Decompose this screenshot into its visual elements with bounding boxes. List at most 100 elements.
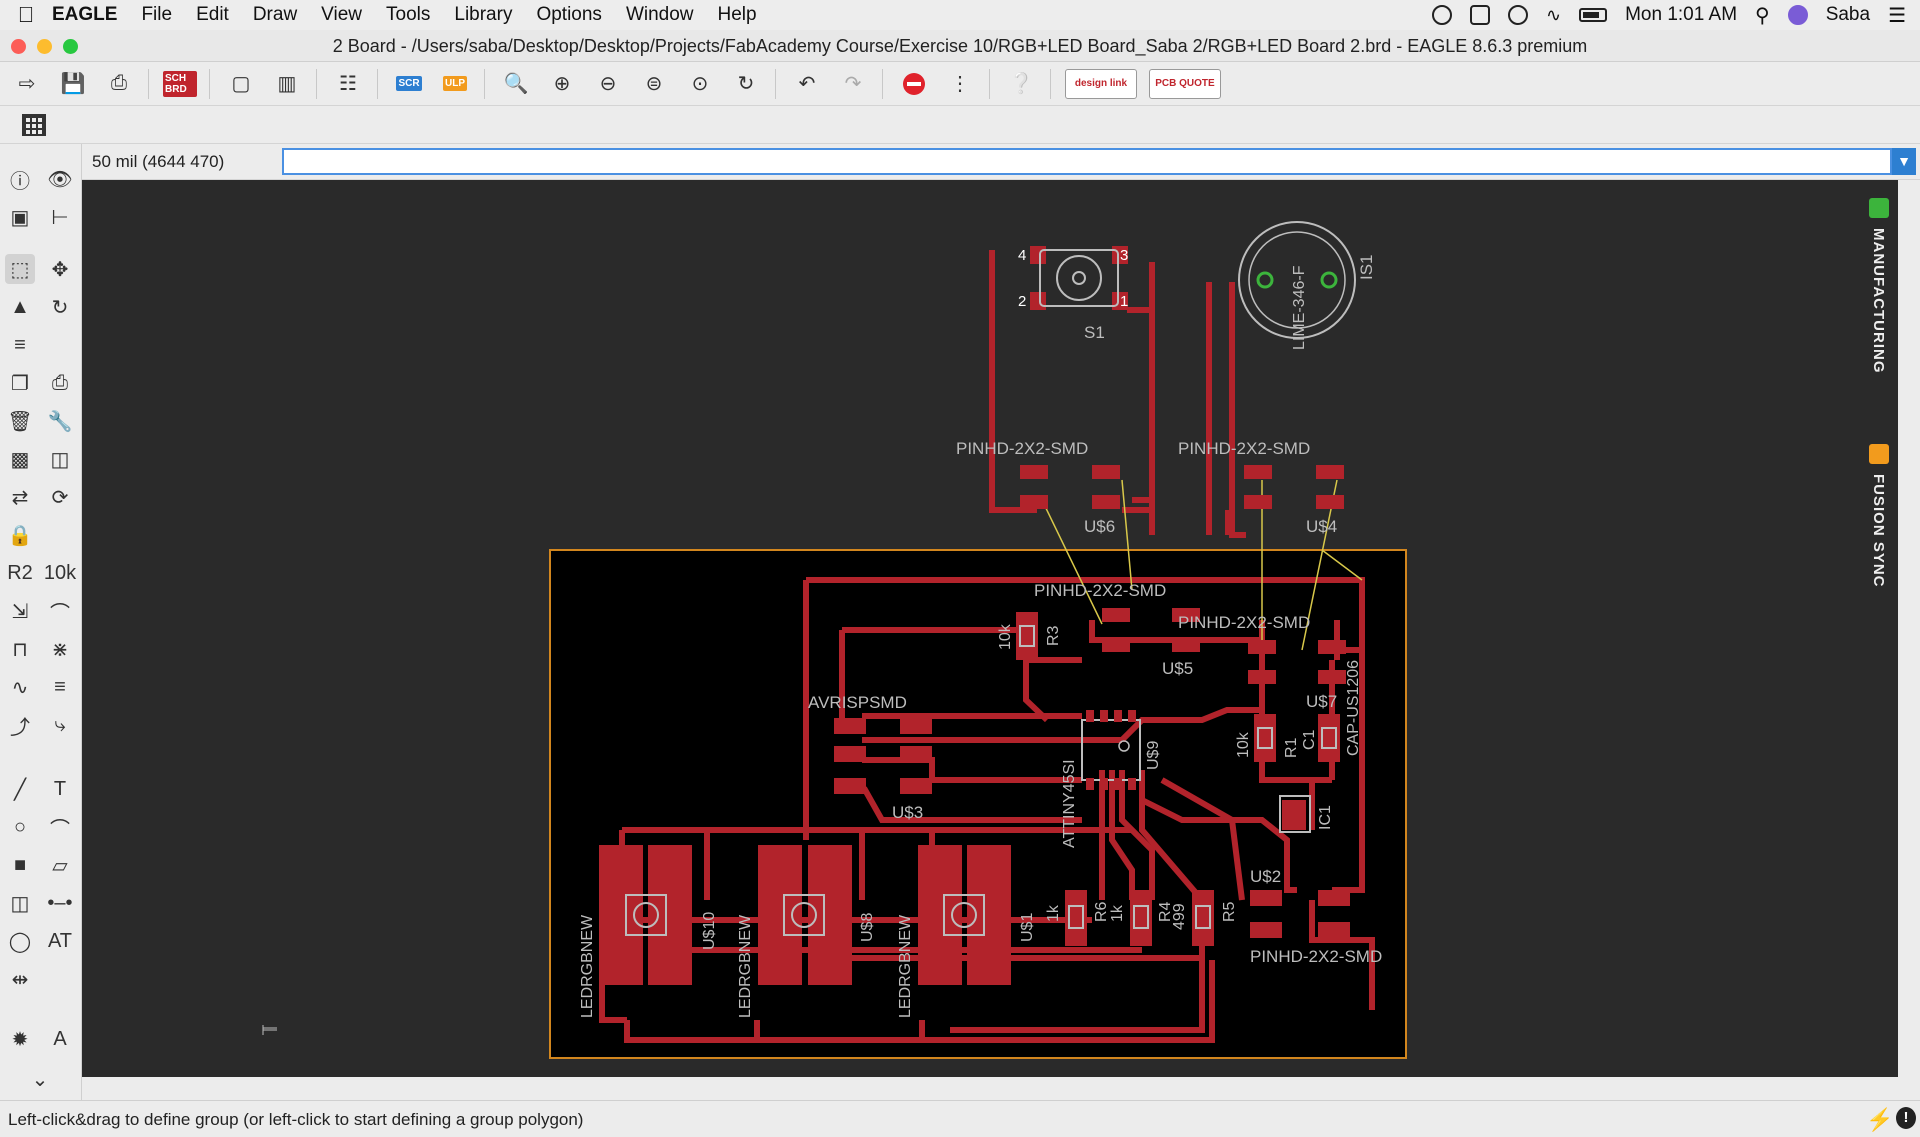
lock-icon[interactable]: 🔒	[7, 524, 33, 547]
fusion-sync-tab[interactable]: FUSION SYNC	[1860, 444, 1898, 614]
menu-view[interactable]: View	[321, 4, 363, 25]
notification-center-icon[interactable]: ☰	[1888, 4, 1906, 27]
creative-cloud-icon[interactable]	[1431, 5, 1452, 25]
arc-icon[interactable]: ⌒	[50, 818, 70, 841]
dimension-icon[interactable]: ⇹	[11, 968, 29, 991]
zoom-out-icon[interactable]: ⊖	[599, 73, 617, 95]
grid-icon[interactable]	[22, 114, 46, 136]
zoom-select-icon[interactable]: ⊙	[691, 73, 709, 95]
rectangle-icon[interactable]: ■	[13, 853, 27, 876]
redraw-icon[interactable]: ↻	[737, 73, 755, 95]
zoom-previous-icon[interactable]: ⊜	[645, 73, 663, 95]
redo-icon[interactable]: ↷	[844, 73, 862, 95]
paste-icon[interactable]: ⎙	[52, 371, 68, 394]
help-icon[interactable]: ❔	[1008, 73, 1034, 95]
info-icon[interactable]: ⓘ	[10, 170, 30, 193]
menubar-clock[interactable]: Mon 1:01 AM	[1625, 4, 1738, 25]
run-ulp-button[interactable]: ULP	[443, 76, 467, 91]
optimize-icon[interactable]: ⋇	[51, 638, 69, 661]
manufacturing-icon[interactable]: ▥	[277, 73, 297, 95]
app-menu[interactable]: EAGLE	[52, 4, 118, 25]
ratsnest-icon[interactable]: ✹	[11, 1028, 29, 1051]
command-line-input[interactable]	[282, 148, 1892, 175]
siri-icon[interactable]	[1787, 5, 1808, 25]
mirror-icon[interactable]: ▲	[10, 295, 30, 318]
miter-icon[interactable]: ⌒	[50, 602, 70, 625]
copy-icon[interactable]: ❐	[11, 372, 29, 395]
menu-library[interactable]: Library	[454, 4, 513, 25]
apple-icon[interactable]: 	[0, 2, 52, 28]
vertical-scrollbar[interactable]	[1898, 180, 1920, 1077]
rotate-icon[interactable]: ↻	[51, 296, 69, 319]
smash-icon[interactable]: ⇲	[11, 600, 29, 623]
zoom-in-icon[interactable]: ⊕	[553, 73, 571, 95]
circle-icon[interactable]: ○	[13, 815, 27, 838]
window-close-button[interactable]	[11, 39, 26, 54]
layer-settings-icon[interactable]: ▣	[10, 206, 30, 229]
lock-rotate-icon[interactable]: ⟳	[51, 486, 69, 509]
spotlight-search-icon[interactable]: ⚲	[1755, 4, 1770, 27]
time-machine-icon[interactable]	[1507, 5, 1528, 25]
design-link-button[interactable]: design link	[1065, 68, 1137, 99]
library-icon[interactable]: ☷	[339, 73, 357, 95]
sch-brd-switch-button[interactable]: SCH BRD	[163, 67, 197, 101]
board-canvas[interactable]: 4 3 2 1 S1 IS1 LIME-346-F PINHD-2X2-SMD …	[82, 180, 1898, 1077]
swap-icon[interactable]: ⇄	[11, 486, 29, 509]
go-icon[interactable]: ⋮	[950, 73, 970, 95]
pcb-quote-button[interactable]: PCB QUOTE	[1149, 68, 1221, 99]
wrench-icon[interactable]: 🔧	[47, 410, 73, 433]
menu-edit[interactable]: Edit	[196, 4, 229, 25]
menu-help[interactable]: Help	[717, 4, 757, 25]
value-icon[interactable]: 10k	[43, 561, 77, 584]
align-icon[interactable]: ≡	[14, 333, 26, 356]
mark-icon[interactable]: ⊢	[51, 206, 69, 229]
command-history-dropdown[interactable]: ▼	[1892, 148, 1916, 175]
undo-icon[interactable]: ↶	[798, 73, 816, 95]
window-minimize-button[interactable]	[37, 39, 52, 54]
attribute-icon[interactable]: AT	[47, 929, 73, 952]
menu-window[interactable]: Window	[625, 4, 694, 25]
menu-options[interactable]: Options	[536, 4, 602, 25]
meander-icon[interactable]: ∿	[11, 676, 29, 699]
ripup-icon[interactable]: ⤷	[54, 713, 66, 736]
warning-icon[interactable]: !	[1896, 1107, 1916, 1129]
group-select-icon[interactable]: ⬚	[5, 254, 35, 284]
add-part-icon[interactable]: ▩	[10, 448, 30, 471]
battery-icon[interactable]	[1579, 8, 1608, 22]
menu-tools[interactable]: Tools	[386, 4, 431, 25]
line-icon[interactable]: ╱	[13, 778, 27, 801]
hole-icon[interactable]: ◯	[8, 930, 32, 953]
manufacturing-tab[interactable]: MANUFACTURING	[1860, 198, 1898, 398]
led-u1: LEDRGBNEW U$1	[897, 845, 1036, 1018]
route-multiple-icon[interactable]: ≡	[54, 675, 66, 698]
menu-file[interactable]: File	[141, 4, 173, 25]
zoom-fit-icon[interactable]: 🔍	[503, 73, 529, 95]
menu-draw[interactable]: Draw	[252, 4, 298, 25]
signal-icon[interactable]: •–•	[47, 891, 73, 914]
bolt-icon[interactable]: ⚡	[1866, 1107, 1894, 1132]
autorouter-icon[interactable]: A	[53, 1027, 67, 1050]
route-icon[interactable]: ⤴	[10, 716, 30, 739]
open-icon[interactable]: ⇨	[18, 73, 36, 95]
save-icon[interactable]: 💾	[60, 73, 86, 95]
text-icon[interactable]: T	[53, 777, 67, 800]
print-icon[interactable]: ⎙	[111, 72, 127, 94]
polygon-icon[interactable]: ▱	[52, 854, 68, 877]
delete-icon[interactable]: 🗑	[7, 410, 33, 433]
move-icon[interactable]: ✥	[51, 258, 69, 281]
stop-icon[interactable]	[897, 67, 931, 101]
split-icon[interactable]: ⊓	[12, 638, 28, 661]
replace-icon[interactable]: ◫	[50, 448, 70, 471]
via-icon[interactable]: ◫	[10, 892, 30, 915]
chevron-down-icon[interactable]: ⌄	[31, 1068, 49, 1091]
show-icon[interactable]: 👁	[47, 168, 73, 191]
cam-processor-icon[interactable]: ▢	[231, 73, 251, 95]
board-drawing[interactable]: 4 3 2 1 S1 IS1 LIME-346-F PINHD-2X2-SMD …	[82, 180, 1898, 1077]
menubar-user[interactable]: Saba	[1825, 4, 1871, 25]
horizontal-scrollbar[interactable]	[82, 1077, 1898, 1099]
window-zoom-button[interactable]	[63, 39, 78, 54]
adobe-acrobat-icon[interactable]	[1469, 5, 1490, 25]
wifi-icon[interactable]: ∿	[1545, 4, 1562, 25]
run-script-button[interactable]: SCR	[396, 76, 422, 91]
name-icon[interactable]: R2	[7, 561, 33, 584]
